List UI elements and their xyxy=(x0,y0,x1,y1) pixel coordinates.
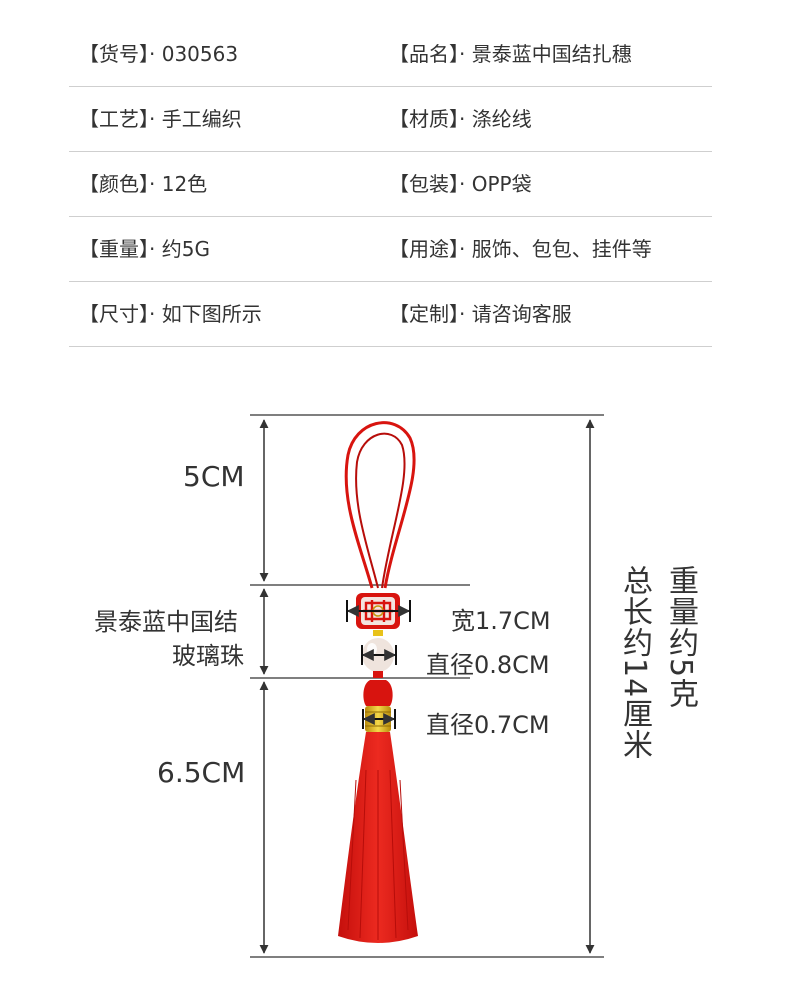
bullet: · xyxy=(149,172,156,196)
spec-cell: 【货号】· 030563 xyxy=(79,22,238,86)
weight-label: 重量约5克 xyxy=(663,565,698,710)
tassel-length-label: 6.5CM xyxy=(157,756,246,789)
spec-cell: 【包装】· OPP袋 xyxy=(389,152,532,216)
spec-value: 涤纶线 xyxy=(471,107,532,131)
spec-label: 【包装】 xyxy=(389,172,459,196)
bead-name-line2: 玻璃珠 xyxy=(172,642,244,670)
spec-row: 【工艺】· 手工编织 【材质】· 涤纶线 xyxy=(69,87,712,152)
spec-cell: 【颜色】· 12色 xyxy=(79,152,207,216)
spec-cell: 【定制】· 请咨询客服 xyxy=(389,282,572,346)
bead-name-line1: 景泰蓝中国结 xyxy=(94,608,238,636)
spec-label: 【重量】 xyxy=(79,237,149,261)
spec-table: 【货号】· 030563 【品名】· 景泰蓝中国结扎穗 【工艺】· 手工编织 【… xyxy=(69,22,712,347)
spec-value: 约5G xyxy=(161,237,210,261)
spec-label: 【尺寸】 xyxy=(79,302,149,326)
spec-cell: 【品名】· 景泰蓝中国结扎穗 xyxy=(389,22,632,86)
spec-label: 【货号】 xyxy=(79,42,149,66)
bead-diameter-label: 直径0.8CM xyxy=(426,651,550,679)
cord-loop-inner xyxy=(355,432,406,589)
spec-row: 【尺寸】· 如下图所示 【定制】· 请咨询客服 xyxy=(69,282,712,347)
spec-label: 【工艺】 xyxy=(79,107,149,131)
spec-label: 【材质】 xyxy=(389,107,459,131)
spec-label: 【定制】 xyxy=(389,302,459,326)
spec-value: OPP袋 xyxy=(471,172,532,196)
bullet: · xyxy=(149,237,156,261)
spec-value: 12色 xyxy=(161,172,208,196)
spec-cell: 【工艺】· 手工编织 xyxy=(79,87,242,151)
bullet: · xyxy=(149,107,156,131)
spec-value: 景泰蓝中国结扎穗 xyxy=(471,42,632,66)
spec-value: 如下图所示 xyxy=(161,302,262,326)
spec-value: 手工编织 xyxy=(161,107,242,131)
spec-row: 【货号】· 030563 【品名】· 景泰蓝中国结扎穗 xyxy=(69,22,712,87)
bullet: · xyxy=(149,302,156,326)
loop-length-label: 5CM xyxy=(183,460,245,493)
bullet: · xyxy=(459,42,466,66)
spec-value: 030563 xyxy=(161,42,239,66)
bullet: · xyxy=(459,302,466,326)
spec-row: 【重量】· 约5G 【用途】· 服饰、包包、挂件等 xyxy=(69,217,712,282)
spec-label: 【颜色】 xyxy=(79,172,149,196)
bullet: · xyxy=(459,172,466,196)
spec-value: 服饰、包包、挂件等 xyxy=(471,237,652,261)
spec-value: 请咨询客服 xyxy=(471,302,572,326)
spec-cell: 【尺寸】· 如下图所示 xyxy=(79,282,262,346)
cap-diameter-label: 直径0.7CM xyxy=(426,711,550,739)
spec-cell: 【用途】· 服饰、包包、挂件等 xyxy=(389,217,652,281)
spec-label: 【品名】 xyxy=(389,42,459,66)
bullet: · xyxy=(459,107,466,131)
bullet: · xyxy=(459,237,466,261)
bullet: · xyxy=(149,42,156,66)
cord-loop xyxy=(344,421,416,589)
total-length-label: 总长约14厘米 xyxy=(617,565,652,761)
spec-label: 【用途】 xyxy=(389,237,459,261)
knot-width-label: 宽1.7CM xyxy=(451,607,551,635)
spec-cell: 【材质】· 涤纶线 xyxy=(389,87,532,151)
spec-row: 【颜色】· 12色 【包装】· OPP袋 xyxy=(69,152,712,217)
spec-cell: 【重量】· 约5G xyxy=(79,217,210,281)
